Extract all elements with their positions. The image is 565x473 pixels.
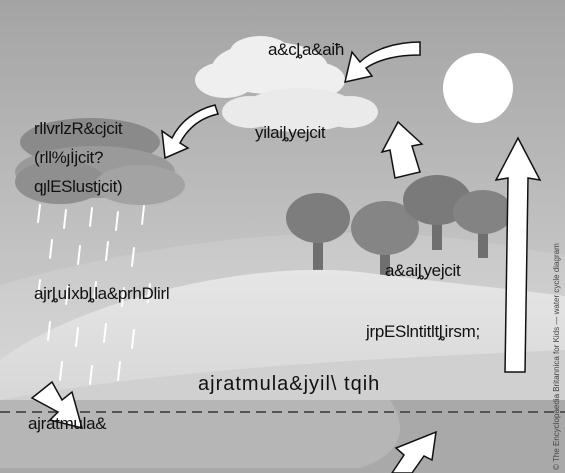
runoff-arrow (30, 380, 84, 430)
evaporation-label-trees: a&aiȴyejcit (385, 261, 461, 280)
condensation-cloud (195, 36, 345, 98)
evaporation-label-cloud: yilaiȴyejcit (255, 123, 326, 142)
precipitation-label-line2: (rll%ȷİjcit? (34, 148, 104, 167)
evaporation-arrow-upper (380, 120, 424, 179)
groundwater-arrow (391, 430, 437, 473)
evaporation-arrow-long (494, 136, 542, 373)
lake-edge (0, 400, 400, 468)
evaporation-cloud (222, 88, 378, 132)
groundwater-label: ajratmula&jyil\ tqih (198, 373, 381, 395)
precipitation-arrow (161, 104, 219, 160)
surface-water-label: ajratmula& (28, 414, 107, 433)
precipitation-label-line1: rllvrlzR&cjcit (34, 119, 123, 138)
precipitation-label-line3: qȷlESlustjcit) (34, 177, 123, 196)
transpiration-label: jrpESlntitltȴirsm; (366, 322, 480, 341)
infiltration-label: ajrȴuİxbȴla&prhDlirl (34, 284, 170, 303)
side-caption: © The Encyclopaedia Britannica for Kids … (552, 243, 561, 470)
sun (443, 53, 513, 123)
rain-streaks (37, 204, 151, 385)
trees (286, 175, 513, 277)
condensation-label: a&cȴa&aiħ (268, 40, 345, 59)
rain-cloud (15, 118, 185, 205)
condensation-arrow (343, 41, 421, 83)
